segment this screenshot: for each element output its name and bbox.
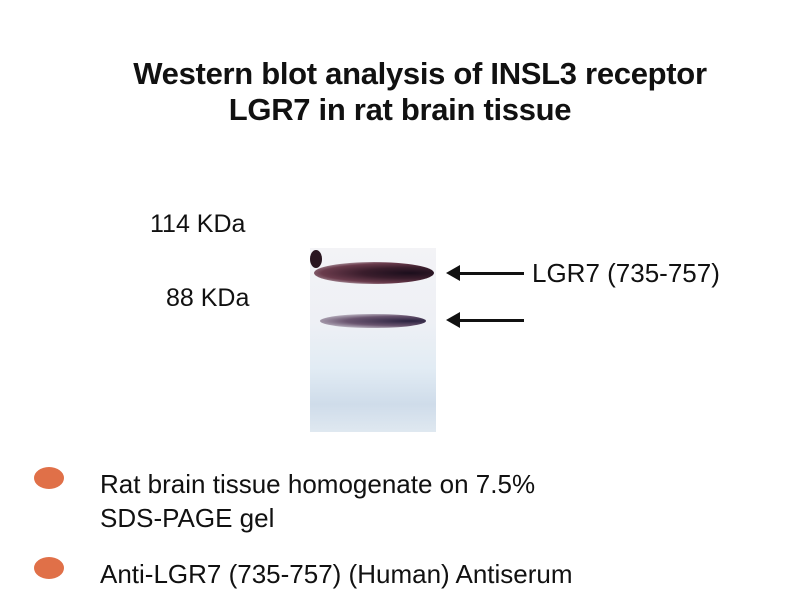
figure-title-line2: LGR7 in rat brain tissue bbox=[228, 92, 572, 127]
bullet-1-line1: Rat brain tissue homogenate on 7.5% bbox=[100, 469, 536, 499]
bullet-icon bbox=[34, 467, 64, 489]
western-blot-image bbox=[310, 248, 436, 432]
bullet-2-line1: Anti-LGR7 (735-757) (Human) Antiserum bbox=[100, 559, 573, 589]
arrow-left-icon-lower bbox=[446, 312, 524, 328]
upper-band bbox=[314, 262, 434, 284]
figure-title-line1: Western blot analysis of INSL3 receptor bbox=[133, 56, 707, 91]
marker-114kda: 114 KDa bbox=[150, 210, 246, 238]
marker-88kda: 88 KDa bbox=[166, 284, 250, 312]
upper-band-edge bbox=[310, 250, 322, 268]
bullet-icon bbox=[34, 557, 64, 579]
arrow-left-icon-upper bbox=[446, 265, 524, 281]
lower-band bbox=[320, 314, 426, 328]
band-label: LGR7 (735-757) bbox=[532, 258, 720, 288]
bullet-1-line2: SDS-PAGE gel bbox=[100, 503, 275, 533]
